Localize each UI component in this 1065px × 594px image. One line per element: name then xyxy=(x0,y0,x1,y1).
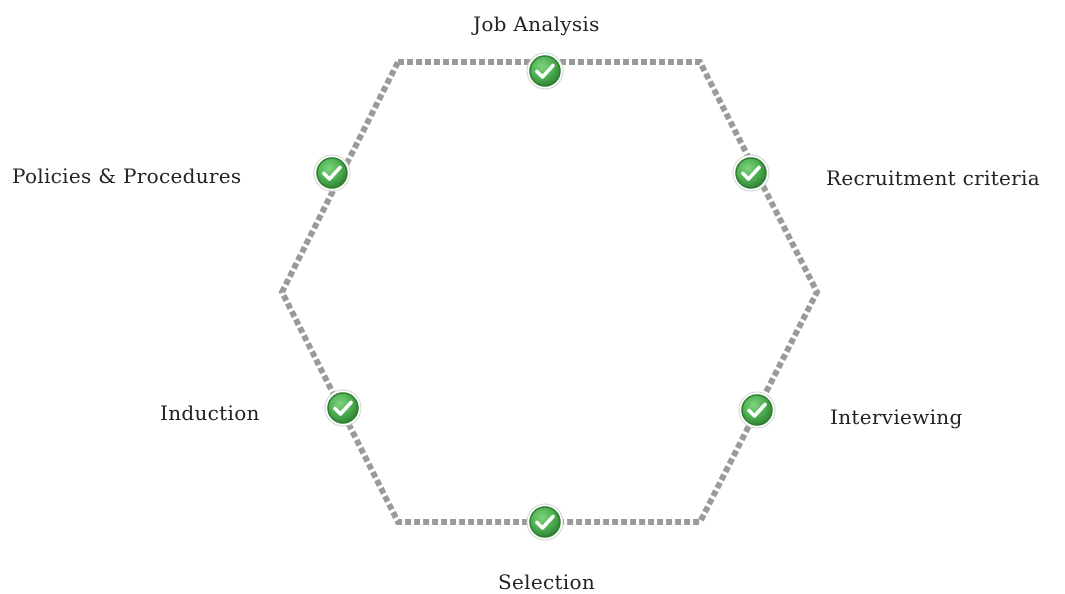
induction-check-icon xyxy=(324,389,362,427)
recruitment-criteria-check-icon xyxy=(732,154,770,192)
label-selection: Selection xyxy=(498,570,596,594)
hexagon-outline xyxy=(278,59,821,525)
label-induction: Induction xyxy=(160,401,260,425)
selection-check-icon xyxy=(526,503,564,541)
label-job-analysis: Job Analysis xyxy=(473,12,600,36)
interviewing-check-icon xyxy=(738,391,776,429)
label-interviewing: Interviewing xyxy=(830,405,963,429)
job-analysis-check-icon xyxy=(526,52,564,90)
policies-procedures-check-icon xyxy=(313,154,351,192)
label-policies-procedures: Policies & Procedures xyxy=(12,164,242,188)
label-recruitment-criteria: Recruitment criteria xyxy=(826,166,1040,190)
